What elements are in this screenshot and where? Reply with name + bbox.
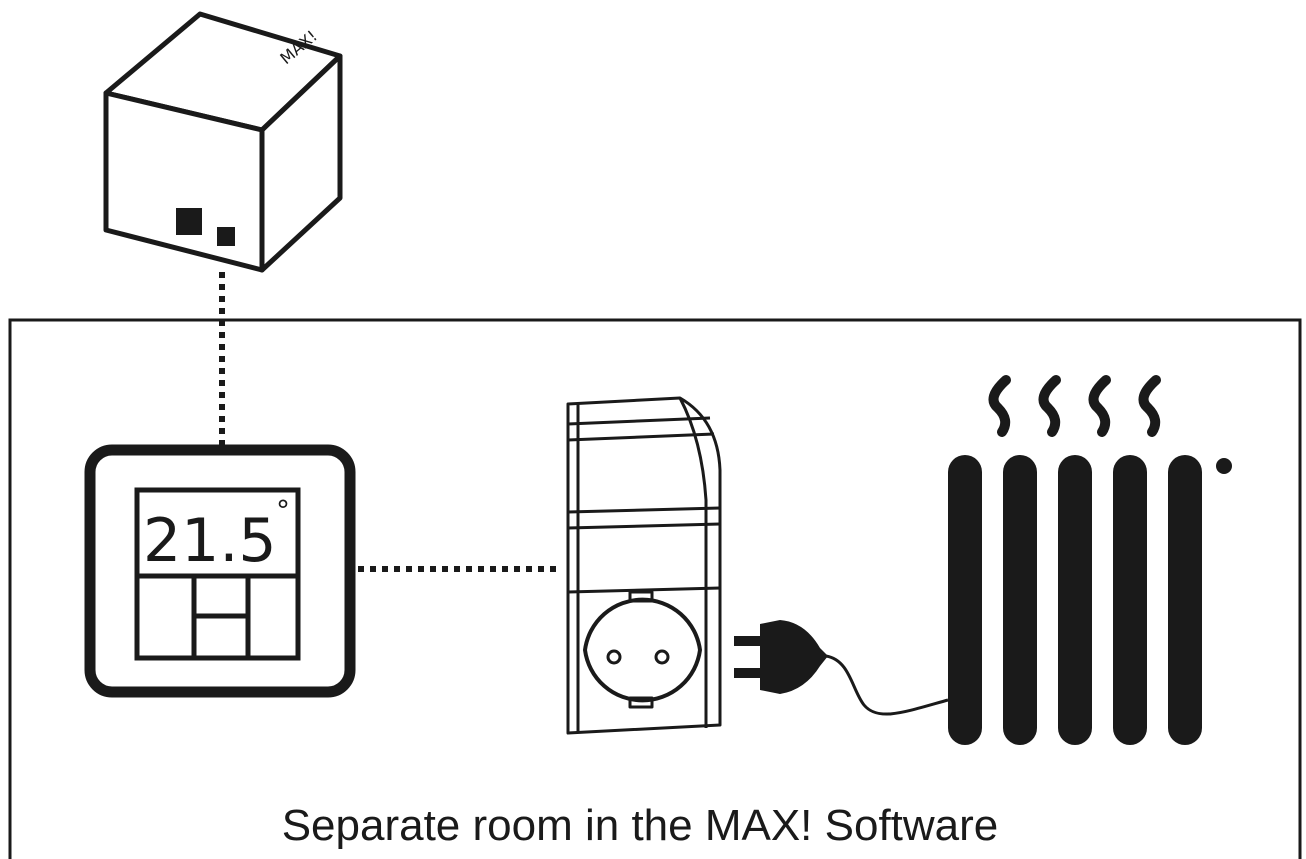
- heat-wave-3: [1088, 375, 1111, 437]
- max-cube: MAX!: [103, 11, 343, 273]
- room-boundary: [8, 318, 1302, 859]
- adapter-band-1: [567, 416, 711, 426]
- temperature-readout: 21.5: [143, 506, 277, 576]
- radiator-fin-2: [1003, 455, 1037, 745]
- adapter-band-4: [567, 522, 721, 530]
- cube-port-large: [176, 208, 202, 235]
- adapter-band-2: [567, 432, 715, 442]
- power-cable: [825, 654, 949, 716]
- room-caption: Separate room in the MAX! Software: [282, 801, 999, 850]
- adapter-band-3: [567, 506, 721, 514]
- adapter-edge-right: [678, 397, 708, 728]
- plug-head: [760, 620, 828, 694]
- radiator: [948, 455, 1232, 745]
- plug-prong-top: [734, 636, 762, 646]
- wall-thermostat: 21.5 °: [84, 444, 356, 698]
- socket-outline: [583, 597, 702, 703]
- cube-side-face: [259, 53, 343, 273]
- heat-waves: [988, 375, 1161, 437]
- heat-wave-2: [1038, 375, 1061, 437]
- adapter-band-5: [567, 586, 721, 594]
- cube-port-small: [217, 227, 235, 246]
- plug-prong-bottom: [734, 668, 762, 678]
- power-plug: [734, 620, 828, 694]
- radiator-fin-4: [1113, 455, 1147, 745]
- socket-ground-top: [628, 590, 654, 603]
- plug-adapter: [566, 396, 722, 735]
- radiator-fin-5: [1168, 455, 1202, 745]
- radiator-fin-1: [948, 455, 982, 745]
- socket-pin-left: [606, 649, 622, 665]
- socket-pin-right: [654, 649, 670, 665]
- socket-ground-bottom: [628, 696, 654, 709]
- radiator-fin-3: [1058, 455, 1092, 745]
- degree-symbol: °: [276, 494, 290, 527]
- heat-wave-4: [1138, 375, 1161, 437]
- heat-wave-1: [988, 375, 1011, 437]
- radiator-valve: [1216, 458, 1232, 474]
